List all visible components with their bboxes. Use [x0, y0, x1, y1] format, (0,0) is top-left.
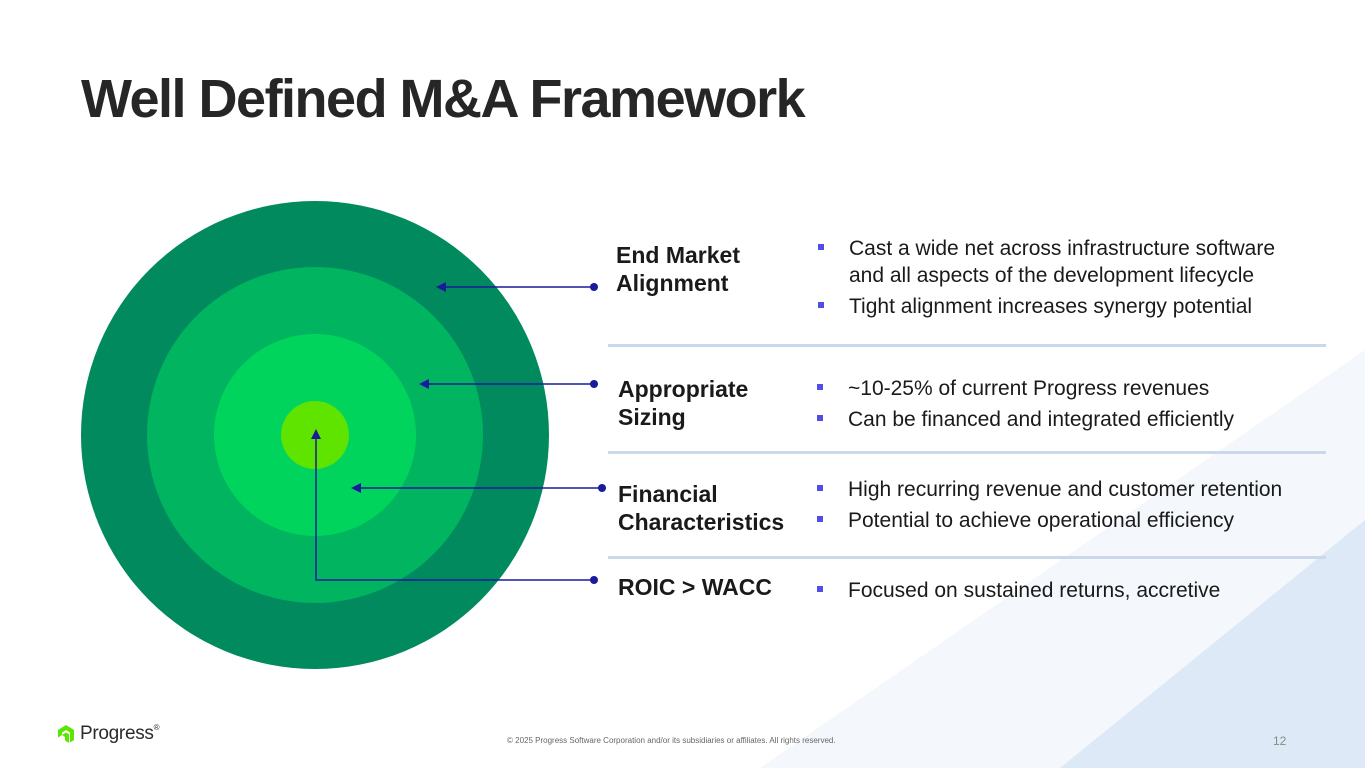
bullet-square-icon [817, 384, 823, 390]
ring-center [281, 401, 349, 469]
bullet-item: Focused on sustained returns, accretive [817, 577, 1220, 604]
row-divider [608, 344, 1326, 347]
criterion-label-appropriate-sizing: Appropriate Sizing [618, 376, 749, 430]
bullet-square-icon [817, 415, 823, 421]
page-number: 12 [1273, 734, 1287, 748]
bullet-square-icon [818, 302, 824, 308]
connector-appropriate-sizing [419, 379, 598, 389]
bullet-item: Potential to achieve operational efficie… [817, 507, 1282, 534]
bullet-square-icon [818, 244, 824, 250]
criterion-label-end-market-alignment: End Market Alignment [616, 242, 740, 296]
connector-financial-characteristics [351, 483, 606, 493]
bullet-square-icon [817, 485, 823, 491]
bullet-item: High recurring revenue and customer rete… [817, 476, 1282, 503]
bullet-item: Can be financed and integrated efficient… [817, 406, 1234, 433]
connector-end-market-alignment [436, 282, 598, 292]
bullet-square-icon [817, 516, 823, 522]
bullet-item: Tight alignment increases synergy potent… [818, 293, 1275, 320]
row-divider [608, 451, 1326, 454]
criterion-bullets-roic-wacc: Focused on sustained returns, accretive [817, 577, 1220, 608]
bullet-square-icon [817, 586, 823, 592]
progress-logo: Progress® [56, 723, 160, 745]
logo-wordmark: Progress® [80, 723, 160, 744]
connector-roic-wacc [311, 429, 598, 584]
copyright-footer: © 2025 Progress Software Corporation and… [507, 736, 836, 745]
bullet-item: ~10-25% of current Progress revenues [817, 375, 1234, 402]
criterion-bullets-end-market-alignment: Cast a wide net across infrastructure so… [818, 235, 1275, 324]
bullet-item: Cast a wide net across infrastructure so… [818, 235, 1275, 289]
criterion-bullets-financial-characteristics: High recurring revenue and customer rete… [817, 476, 1282, 538]
progress-logo-icon [58, 725, 74, 743]
row-divider [608, 556, 1326, 559]
criterion-label-financial-characteristics: Financial Characteristics [618, 481, 785, 535]
criterion-bullets-appropriate-sizing: ~10-25% of current Progress revenues Can… [817, 375, 1234, 437]
criterion-label-roic-wacc: ROIC > WACC [618, 574, 772, 600]
slide-title: Well Defined M&A Framework [81, 69, 806, 129]
